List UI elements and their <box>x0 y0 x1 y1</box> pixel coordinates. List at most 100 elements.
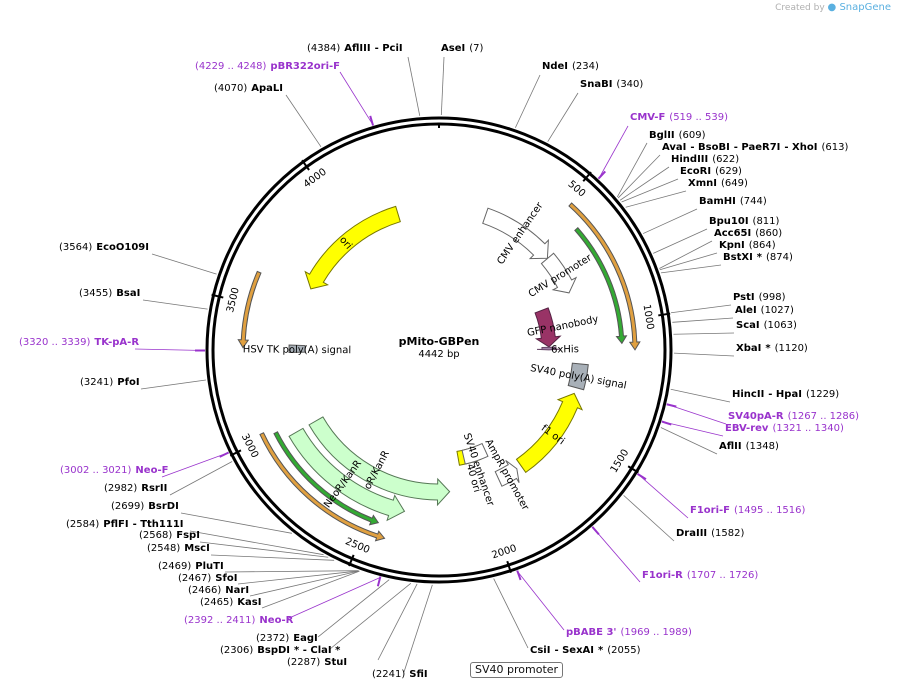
site-name: * <box>757 252 763 263</box>
site-name: BamHI <box>699 196 736 207</box>
site-position: (3455) <box>79 288 112 299</box>
scale-tick-label: 4000 <box>302 167 329 191</box>
leader-line <box>672 317 734 323</box>
site-name: EcoRI <box>680 166 711 177</box>
leader-line <box>224 570 359 573</box>
leader-line <box>180 512 293 534</box>
leader-line <box>407 56 421 116</box>
site-position: (340) <box>616 79 643 90</box>
site-name: KpnI <box>719 240 745 251</box>
site-label: SV40pA-R(1267 .. 1286) <box>728 411 859 422</box>
primer-binding-arrow <box>259 432 386 542</box>
site-name: * <box>765 343 771 354</box>
site-name: pBABE 3' <box>566 627 616 638</box>
site-position: (1063) <box>764 320 797 331</box>
site-name: AvaI <box>662 142 686 153</box>
site-label: (2469)PluTI <box>158 561 224 572</box>
site-position: (519 .. 539) <box>669 112 728 123</box>
leader-line <box>317 579 390 638</box>
site-name: - SexAI <box>554 645 594 656</box>
site-label: CsiI- SexAI*(2055) <box>530 645 641 656</box>
scale-tick <box>301 159 310 171</box>
site-name: - PciI <box>375 43 403 54</box>
site-name: - HpaI <box>768 389 802 400</box>
site-position: (1582) <box>711 528 744 539</box>
site-name: XbaI <box>736 343 761 354</box>
site-position: (2241) <box>372 669 405 680</box>
scale-tick-label: 3000 <box>239 432 260 460</box>
site-position: (1321 .. 1340) <box>772 423 844 434</box>
scale-tick-label: 1500 <box>609 448 632 475</box>
site-name: RsrII <box>141 483 167 494</box>
scale-tick <box>627 465 639 474</box>
site-position: (622) <box>712 154 739 165</box>
site-name: - XhoI <box>784 142 817 153</box>
site-label: (3564)EcoO109I <box>59 242 149 253</box>
site-position: (2372) <box>256 633 289 644</box>
site-position: (2699) <box>111 501 144 512</box>
site-label: KpnI (864) <box>719 240 776 251</box>
site-name: PstI <box>733 292 755 303</box>
site-position: (1229) <box>806 389 839 400</box>
site-name: AseI <box>441 43 465 54</box>
site-label: AvaI- BsoBI- PaeR7I- XhoI(613) <box>662 142 848 153</box>
feature-label: CMV promoter <box>527 252 595 300</box>
site-name: EagI <box>293 633 317 644</box>
feature-arrow <box>494 460 520 487</box>
plasmid-length: 4442 bp <box>418 349 459 360</box>
leader-line <box>140 379 206 390</box>
leader-line <box>329 582 412 650</box>
site-label: (2287)StuI <box>287 657 347 668</box>
snapgene-credit: Created by ● SnapGene <box>775 2 891 13</box>
site-label: PstI (998) <box>733 292 786 303</box>
site-position: (2568) <box>139 530 172 541</box>
credit-brand: SnapGene <box>839 2 891 13</box>
site-name: Neo-R <box>259 615 293 626</box>
leader-line <box>619 166 670 201</box>
feature-arrow <box>540 252 578 294</box>
site-name: CsiI <box>530 645 550 656</box>
site-label: XbaI*(1120) <box>736 343 808 354</box>
site-name: EBV-rev <box>725 423 769 434</box>
leader-line <box>673 352 735 357</box>
site-position: (234) <box>572 61 599 72</box>
site-name: PflFI <box>103 519 128 530</box>
site-position: (2469) <box>158 561 191 572</box>
site-name: SnaBI <box>580 79 612 90</box>
leader-line <box>286 577 381 620</box>
leader-line <box>592 527 641 583</box>
scale-tick <box>506 560 512 573</box>
site-position: (860) <box>755 228 782 239</box>
leader-line <box>210 554 335 561</box>
site-label: (2392 .. 2411)Neo-R <box>184 615 294 626</box>
leader-line <box>493 578 529 649</box>
leader-line <box>189 530 324 556</box>
feature-box <box>288 344 306 353</box>
site-name: AflII <box>719 441 742 452</box>
site-position: (998) <box>759 292 786 303</box>
leader-line <box>625 190 687 208</box>
leader-line <box>638 474 689 519</box>
site-label: DraIII(1582) <box>676 528 745 539</box>
site-position: (1495 .. 1516) <box>734 505 806 516</box>
site-name: * - ClaI * <box>294 645 341 656</box>
site-position: (7) <box>469 43 483 54</box>
site-label: (2699)BsrDI <box>111 501 179 512</box>
site-label: AseI (7) <box>441 43 483 54</box>
leader-line <box>440 56 445 116</box>
site-position: (1707 .. 1726) <box>687 570 759 581</box>
site-label: (2466)NarI <box>188 585 249 596</box>
site-position: (864) <box>749 240 776 251</box>
site-name: - PaeR7I <box>734 142 781 153</box>
feature-box <box>567 362 589 391</box>
leader-line <box>515 74 541 128</box>
site-label: HincII- HpaI(1229) <box>732 389 839 400</box>
snapgene-logo: ● <box>827 2 840 13</box>
leader-line <box>339 71 374 125</box>
site-name: AleI <box>735 305 757 316</box>
site-label: NdeI(234) <box>542 61 599 72</box>
site-label: BstXI*(874) <box>723 252 793 263</box>
site-label: SnaBI (340) <box>580 79 643 90</box>
